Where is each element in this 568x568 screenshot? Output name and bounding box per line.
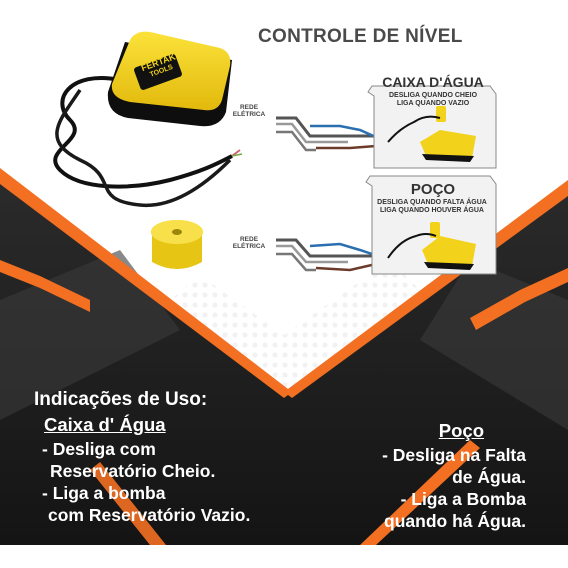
rede-eletrica-label-2: REDE ELÉTRICA bbox=[226, 236, 272, 250]
poco-usage-line: - Desliga na Falta bbox=[382, 445, 526, 465]
wiring-diagram-caixa bbox=[276, 85, 497, 169]
poco-subtitle: DESLIGA QUANDO FALTA ÁGUA LIGA QUANDO HO… bbox=[368, 199, 496, 215]
usage-poco-block: Poço - Desliga na Falta de Água. - Liga … bbox=[330, 418, 526, 532]
caixa-usage-line: - Liga a bomba bbox=[42, 483, 166, 503]
rede-line-1b: REDE bbox=[239, 236, 259, 243]
poco-usage-title: Poço bbox=[438, 420, 484, 441]
wiring-diagram-poco bbox=[276, 175, 497, 275]
usage-heading: Indicações de Uso: bbox=[34, 389, 208, 410]
poco-line-2: LIGA QUANDO HOUVER ÁGUA bbox=[380, 207, 484, 214]
poco-title: POÇO bbox=[410, 181, 456, 198]
orange-stripe-right bbox=[284, 180, 568, 398]
caixa-subtitle: DESLIGA QUANDO CHEIO LIGA QUANDO VAZIO bbox=[374, 92, 492, 108]
rede-line-1: REDE bbox=[239, 104, 259, 111]
dark-panel bbox=[0, 176, 568, 545]
caixa-usage-line: - Desliga com bbox=[42, 439, 156, 459]
poco-usage-line: - Liga a Bomba bbox=[400, 489, 526, 509]
poco-line-1: DESLIGA QUANDO FALTA ÁGUA bbox=[377, 199, 487, 206]
page-title: CONTROLE DE NÍVEL bbox=[258, 26, 463, 47]
usage-caixa-block: Indicações de Uso: Caixa d' Água - Desli… bbox=[34, 388, 314, 526]
orange-stripe-left bbox=[0, 168, 292, 398]
caixa-usage-title: Caixa d' Água bbox=[44, 414, 166, 435]
caixa-title: CAIXA D'ÁGUA bbox=[382, 74, 484, 90]
rede-line-2b: ELÉTRICA bbox=[232, 243, 266, 250]
caixa-usage-line: Reservatório Cheio. bbox=[50, 461, 216, 481]
float-switch-product bbox=[53, 31, 243, 269]
caixa-usage-line: com Reservatório Vazio. bbox=[48, 505, 251, 525]
caixa-line-1: DESLIGA QUANDO CHEIO bbox=[388, 92, 478, 99]
rede-line-2: ELÉTRICA bbox=[232, 111, 266, 118]
poco-usage-line: quando há Água. bbox=[384, 511, 526, 531]
rede-eletrica-label-1: REDE ELÉTRICA bbox=[226, 104, 272, 118]
poco-usage-line: de Água. bbox=[452, 467, 526, 487]
caixa-line-2: LIGA QUANDO VAZIO bbox=[396, 100, 470, 107]
